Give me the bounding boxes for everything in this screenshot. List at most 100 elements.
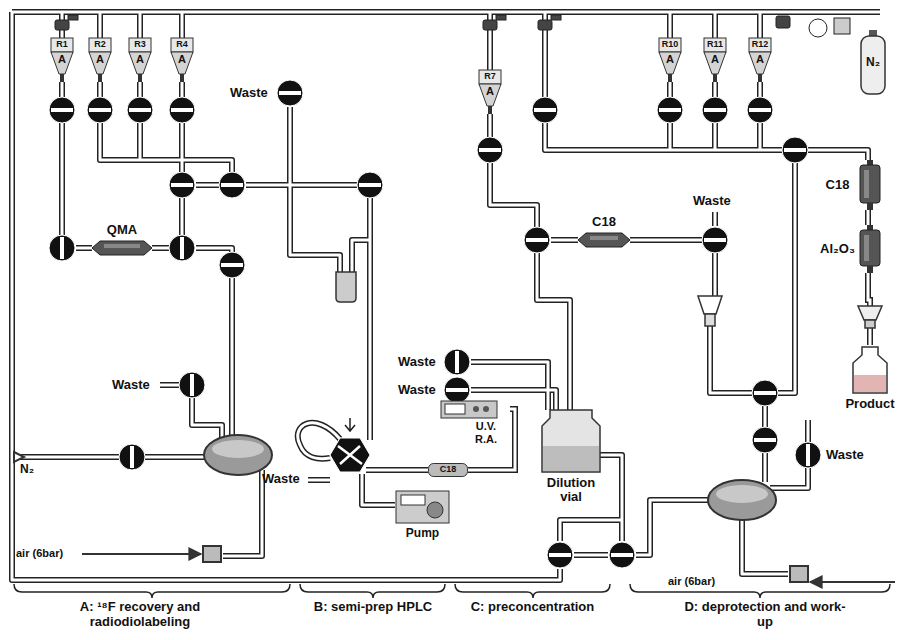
dilution-vial: Dilution vial (528, 410, 614, 506)
node-label: R10 (657, 39, 683, 51)
valve (444, 377, 470, 403)
cartridge: QMA (92, 222, 152, 258)
port-label: Waste (398, 383, 436, 398)
valve (752, 380, 778, 406)
section-caption: B: semi-prep HPLC (313, 600, 433, 615)
node-label: C18 (578, 214, 630, 230)
valve (127, 97, 153, 123)
port-label: Waste (262, 472, 300, 487)
node-label: A (87, 52, 113, 66)
valve (357, 172, 383, 198)
port-label: N₂ (20, 463, 34, 477)
node-label: R4 (169, 39, 195, 51)
node-label: R1 (49, 39, 75, 51)
valve (119, 444, 145, 470)
section-caption: D: deprotection and work-up (680, 600, 850, 630)
reagent-vial: R7A (477, 70, 503, 114)
uv-radio-detector: U.V.R.A. (440, 400, 510, 446)
node-label: A (747, 52, 773, 66)
port-label: Waste (693, 194, 731, 209)
vertical-cartridge: Al₂O₃ (820, 225, 885, 273)
node-label: R12 (747, 39, 773, 51)
node-label: A (169, 52, 195, 66)
gas-cylinder: N₂ (860, 30, 886, 96)
node-label: C18 (428, 463, 468, 477)
valve (524, 227, 550, 253)
tube-core (867, 210, 870, 225)
valve (657, 97, 683, 123)
node-label: R.A. (462, 433, 510, 446)
section-caption: C: preconcentration (455, 600, 610, 615)
reagent-vial: R2A (87, 38, 113, 82)
air-lines (14, 452, 895, 582)
cartridge: C18 (578, 214, 630, 250)
hplc-pump: Pump (395, 490, 450, 542)
port-label: air (6bar) (16, 547, 63, 560)
port-label: air (6bar) (668, 575, 715, 588)
valve (702, 227, 728, 253)
node-label: C18 (820, 160, 855, 210)
valve (782, 137, 808, 163)
valve (547, 542, 573, 568)
port-label: Waste (398, 355, 436, 370)
product-vial: Product (835, 345, 905, 417)
reagent-vial: R4A (169, 38, 195, 82)
node-label: A (657, 52, 683, 66)
gas-taps (55, 15, 850, 37)
tube-connector (865, 210, 871, 225)
vertical-cartridge: C18 (820, 160, 885, 210)
port-label: Waste (230, 86, 268, 101)
node-label: Product (835, 395, 905, 413)
valve (219, 252, 245, 278)
tubing (12, 12, 880, 580)
valve (169, 97, 195, 123)
node-label: R2 (87, 39, 113, 51)
valve (169, 172, 195, 198)
valve (87, 97, 113, 123)
node-label: Dilution vial (536, 474, 606, 506)
valve (49, 235, 75, 261)
node-label: A (477, 84, 503, 98)
node-label: N₂ (860, 48, 886, 78)
node-label: U.V. (462, 420, 510, 433)
valve (609, 542, 635, 568)
node-label: R11 (702, 39, 728, 51)
reagent-vial: R3A (127, 38, 153, 82)
section-caption: A: ¹⁸F recovery and radiodiolabeling (40, 600, 240, 630)
port-label: Waste (112, 378, 150, 393)
valve (702, 97, 728, 123)
valve (49, 97, 75, 123)
node-label: A (702, 52, 728, 66)
reagent-vial: R10A (657, 38, 683, 82)
section-brackets (14, 584, 890, 598)
node-label: Pump (395, 526, 450, 542)
reagent-vial: R11A (702, 38, 728, 82)
valve (169, 235, 195, 261)
valve (532, 97, 558, 123)
hplc-injector (330, 418, 370, 472)
valve (179, 372, 205, 398)
valve (752, 427, 778, 453)
node-label: R3 (127, 39, 153, 51)
valve (444, 349, 470, 375)
node-label: A (49, 52, 75, 66)
node-label: QMA (92, 222, 152, 238)
node-label: Al₂O₃ (820, 225, 855, 273)
hplc-column: C18 (428, 463, 468, 477)
valves (49, 80, 821, 568)
valve (219, 172, 245, 198)
valve (477, 137, 503, 163)
reagent-vial: R1A (49, 38, 75, 82)
valve (277, 80, 303, 106)
valve (795, 442, 821, 468)
port-label: Waste (826, 448, 864, 463)
node-label: R7 (477, 71, 503, 83)
node-label: A (127, 52, 153, 66)
reagent-vial: R12A (747, 38, 773, 82)
reactors (204, 272, 776, 520)
valve (747, 97, 773, 123)
